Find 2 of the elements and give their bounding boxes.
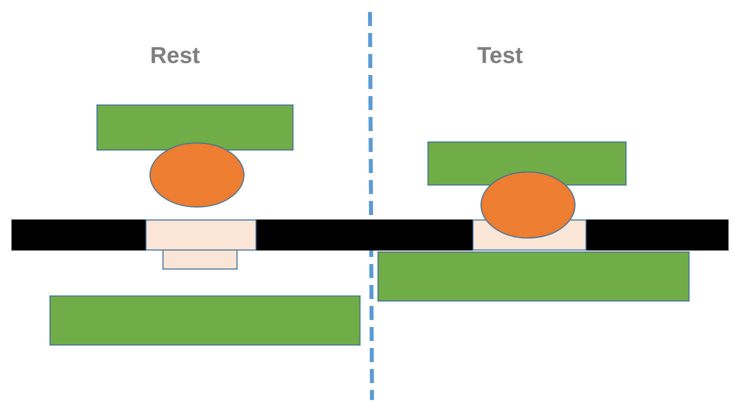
panel-heading: Rest <box>150 42 200 69</box>
panel-heading: Test <box>477 42 523 69</box>
